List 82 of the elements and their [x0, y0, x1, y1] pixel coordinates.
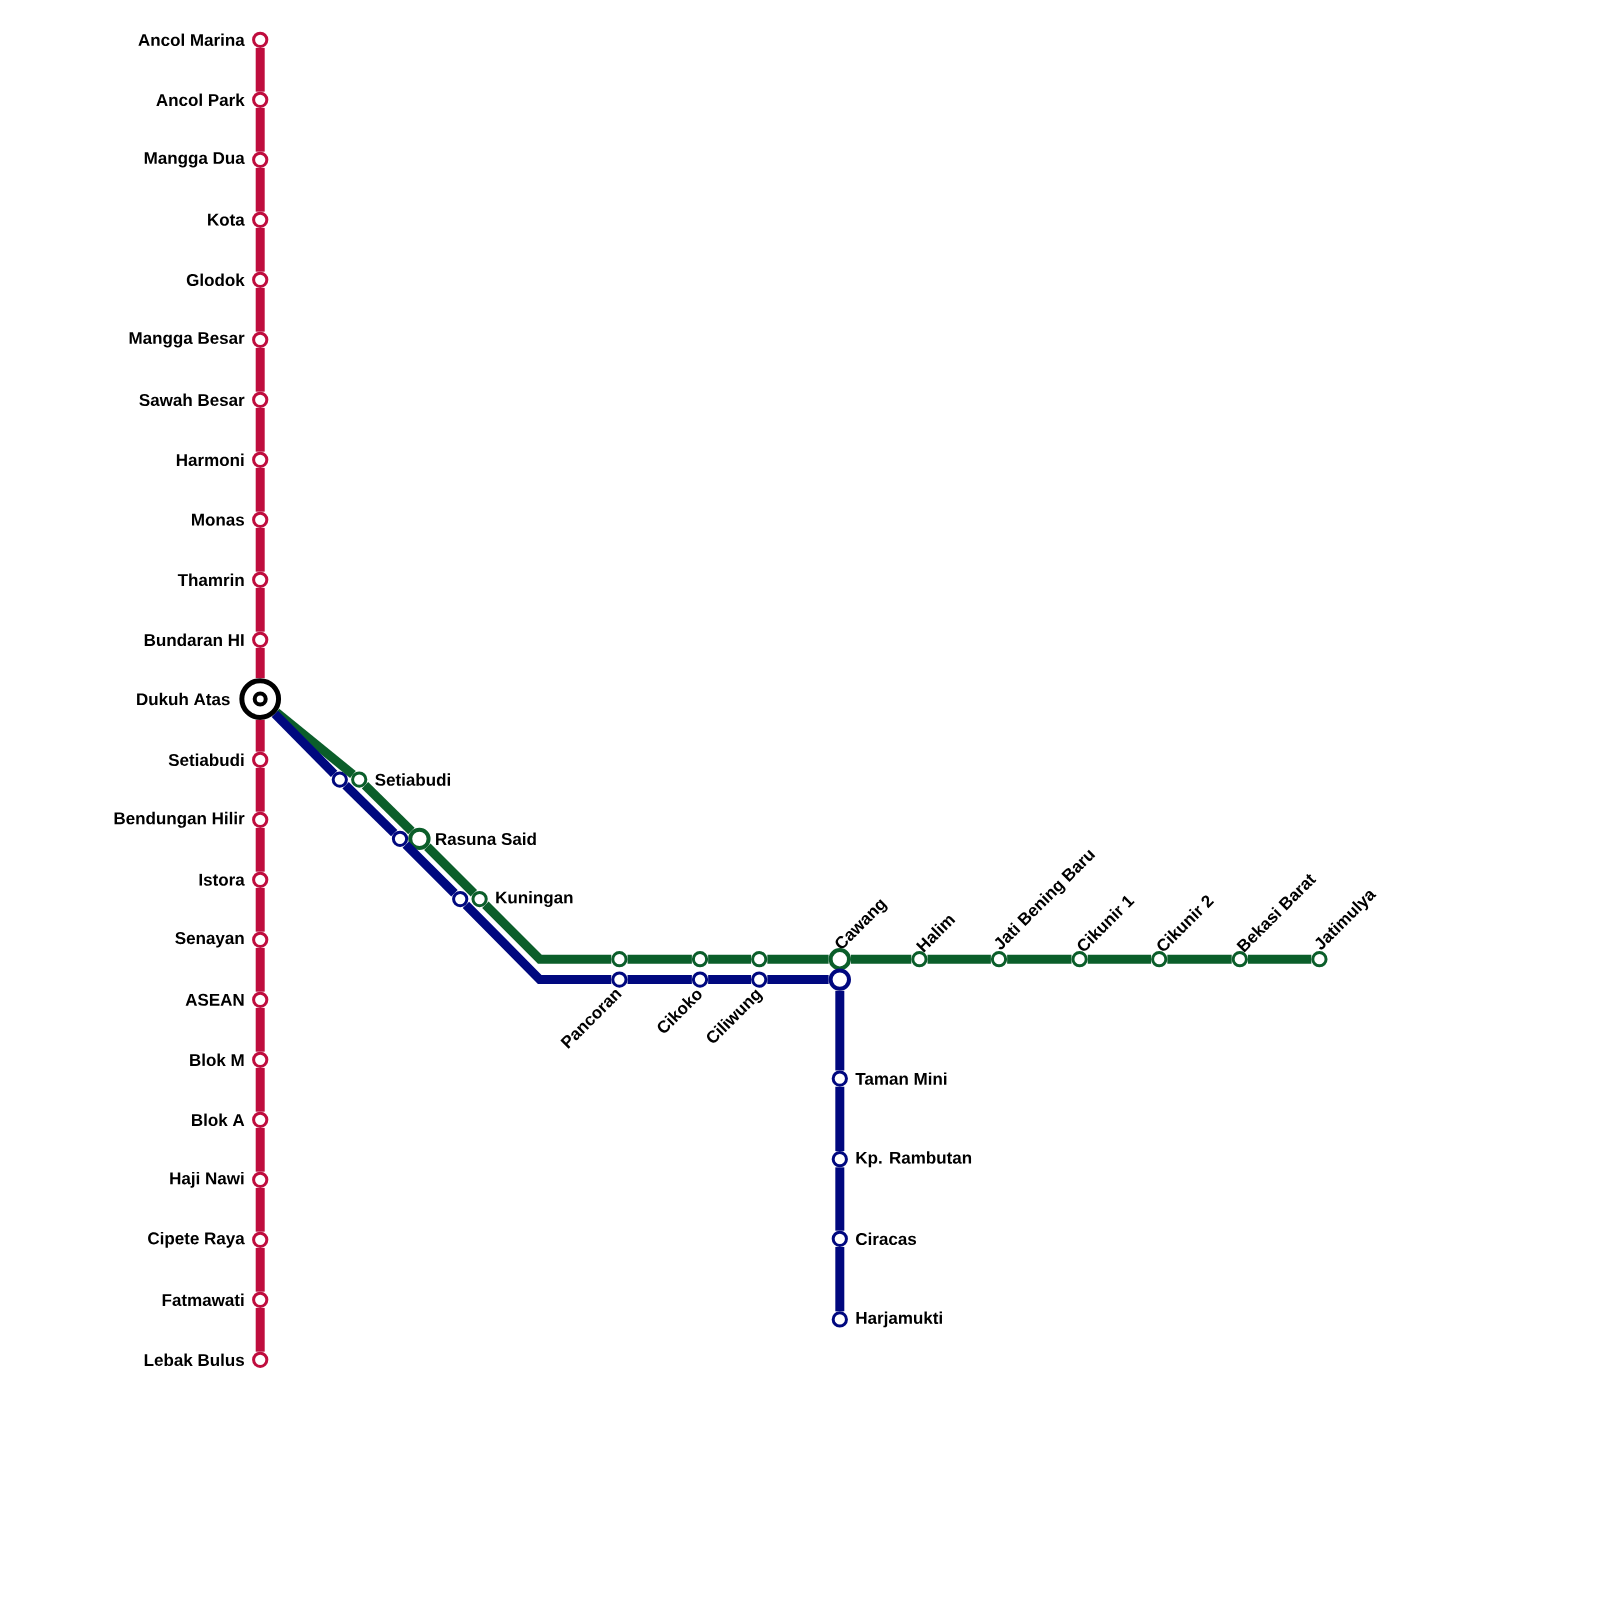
line-segment: [255, 1127, 265, 1172]
line-segment: [255, 719, 265, 752]
station-label: Bendungan Hilir: [114, 811, 245, 828]
station-label: Taman Mini: [855, 1072, 947, 1085]
line-segment: [835, 1167, 845, 1231]
station-label: Bundaran HI: [144, 633, 244, 647]
station-label: Kp. Rambutan: [856, 1151, 972, 1168]
station-label: Setiabudi: [168, 753, 244, 767]
line-segment: [708, 975, 752, 985]
station-marker: [452, 890, 469, 908]
line-segment: [462, 901, 612, 985]
station-label: Mangga Dua: [144, 152, 245, 168]
station-marker: [611, 951, 628, 968]
line-segment: [255, 947, 265, 992]
line-segment: [255, 407, 265, 452]
station-label: Mangga Besar: [129, 332, 245, 348]
station-marker: [391, 830, 409, 847]
line-segment: [271, 710, 338, 777]
line-segment: [255, 47, 265, 92]
line-segment: [255, 647, 265, 679]
line-segment: [1247, 954, 1312, 964]
station-label: Ciracas: [856, 1232, 917, 1246]
station-label: Setiabudi: [375, 773, 450, 786]
station-label: Haji Nawi: [170, 1171, 244, 1188]
line-segment: [361, 782, 415, 835]
line-segment: [255, 287, 265, 332]
station-label: Rasuna Said: [436, 832, 536, 846]
line-segment: [835, 1086, 845, 1152]
station-label: Cipete Raya: [148, 1231, 245, 1248]
line-segment: [835, 990, 845, 1071]
line-segment: [424, 843, 478, 897]
station-label: Harmoni: [176, 453, 244, 467]
station-label: Fatmawati: [162, 1293, 244, 1307]
line-segment: [255, 767, 265, 812]
line-segment: [1167, 954, 1232, 964]
line-segment: [255, 107, 265, 152]
line-segment: [708, 954, 752, 964]
station-marker: [828, 968, 851, 991]
line-segment: [1087, 954, 1152, 964]
station-label: Ancol Marina: [138, 33, 245, 47]
line-segment: [482, 901, 612, 964]
line-segment: [627, 975, 692, 985]
line-segment: [255, 467, 265, 512]
station-label: Ancol Park: [156, 93, 245, 107]
station-label: Thamrin: [177, 573, 244, 587]
line-segment: [255, 587, 265, 632]
line-segment: [255, 347, 265, 392]
line-segment: [255, 1187, 265, 1232]
station-marker: [691, 951, 709, 968]
line-segment: [767, 954, 829, 964]
line-segment: [255, 527, 265, 572]
station-label: Sawah Besar: [139, 393, 245, 407]
station-label: Kota: [208, 213, 245, 226]
line-segment: [255, 887, 265, 932]
station-label: Blok M: [190, 1053, 244, 1067]
station-label: ASEAN: [185, 993, 244, 1006]
line-segment: [255, 1247, 265, 1292]
line-segment: [835, 1246, 845, 1312]
line-segment: [767, 975, 829, 985]
line-segment: [342, 782, 398, 837]
line-segment: [1007, 954, 1072, 964]
station-label: Harjamukti: [856, 1311, 942, 1328]
line-segment: [927, 954, 991, 964]
station-label: Monas: [192, 513, 244, 526]
station-marker: [751, 951, 768, 968]
line-segment: [255, 827, 265, 872]
line-segment: [255, 1067, 265, 1112]
line-segment: [255, 1307, 265, 1352]
station-label: Senayan: [175, 932, 244, 948]
line-segment: [851, 954, 912, 964]
station-label: Istora: [199, 873, 245, 886]
station-label: Kuningan: [496, 891, 573, 907]
station-label: Lebak Bulus: [144, 1353, 244, 1367]
line-segment: [402, 841, 458, 897]
line-segment: [627, 954, 692, 964]
line-segment: [255, 1007, 265, 1052]
station-label: Glodok: [186, 273, 245, 287]
station-marker: [331, 771, 348, 788]
line-segment: [255, 167, 265, 212]
line-segment: [255, 227, 265, 272]
station-label: Dukuh Atas: [137, 692, 230, 706]
station-label: Blok A: [192, 1113, 245, 1127]
